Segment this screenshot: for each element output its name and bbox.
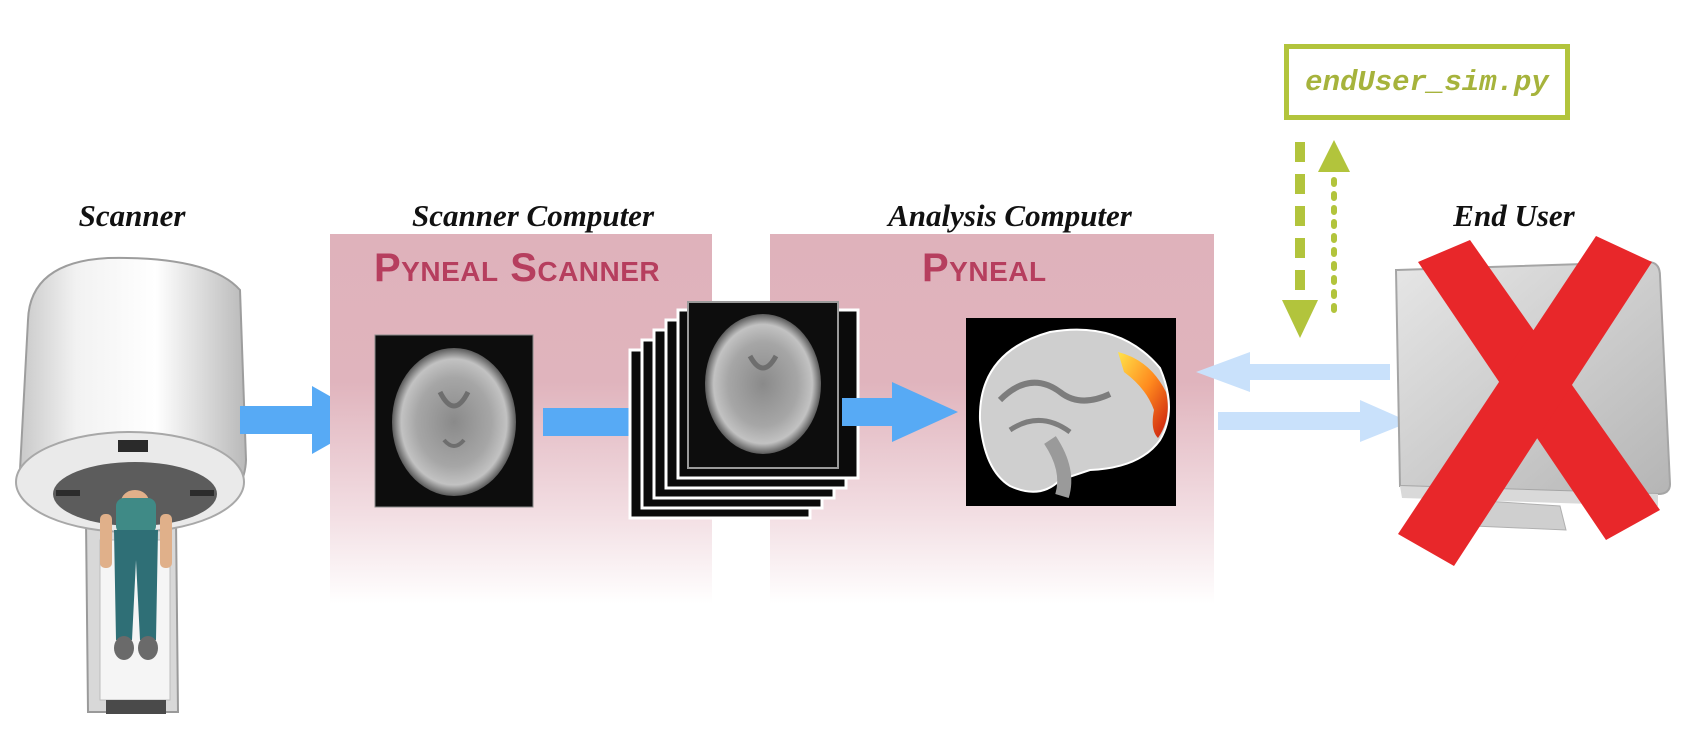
- end-user-sim-label: endUser_sim.py: [1305, 65, 1549, 99]
- end-user-heading: End User: [1453, 198, 1575, 233]
- brain-volume-image: [374, 334, 534, 508]
- scanner-computer-heading: Scanner Computer: [411, 198, 655, 233]
- sagittal-brain-image: [966, 318, 1176, 506]
- red-x-icon: [1398, 236, 1660, 566]
- mri-scanner-icon: [15, 256, 248, 714]
- flow-arrow-3: [842, 382, 958, 442]
- scanner-heading: Scanner: [78, 198, 186, 233]
- sim-connector: [1282, 140, 1350, 338]
- analysis-computer-heading: Analysis Computer: [888, 198, 1132, 233]
- faded-arrow-left: [1196, 352, 1390, 392]
- pyneal-scanner-title: Pyneal Scanner: [374, 246, 661, 290]
- brain-volume-stack: [628, 301, 860, 520]
- end-user-sim-box: endUser_sim.py: [1284, 44, 1570, 120]
- faded-arrow-right: [1218, 400, 1410, 442]
- pyneal-title: Pyneal: [922, 246, 1047, 290]
